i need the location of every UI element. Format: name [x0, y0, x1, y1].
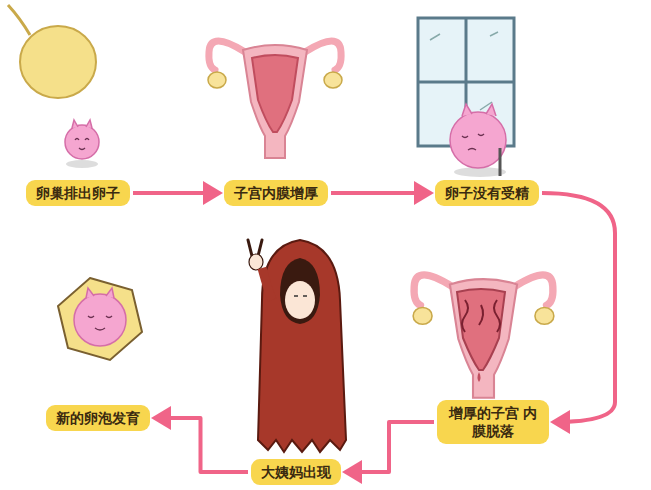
stage-label: 卵巢排出卵子 — [26, 180, 130, 206]
stage-label: 大姨妈出现 — [251, 459, 341, 485]
flow-arrow — [155, 418, 248, 472]
stage-label: 增厚的子宫 内膜脱落 — [437, 400, 549, 444]
stage-label: 子宫内膜增厚 — [224, 180, 328, 206]
stage-text: 卵子没有受精 — [445, 184, 529, 202]
stage-text: 大姨妈出现 — [261, 463, 331, 481]
stage-text: 子宫内膜增厚 — [234, 184, 318, 202]
stage-text: 卵巢排出卵子 — [36, 184, 120, 202]
stage-text: 增厚的子宫 内膜脱落 — [447, 404, 539, 440]
flow-arrow — [133, 191, 219, 195]
flow-arrow — [346, 422, 434, 472]
stage-label: 新的卵泡发育 — [46, 405, 150, 431]
stage-text: 新的卵泡发育 — [56, 409, 140, 427]
flow-arrow — [331, 191, 430, 195]
stage-label: 卵子没有受精 — [435, 180, 539, 206]
flow-arrow — [542, 193, 615, 422]
